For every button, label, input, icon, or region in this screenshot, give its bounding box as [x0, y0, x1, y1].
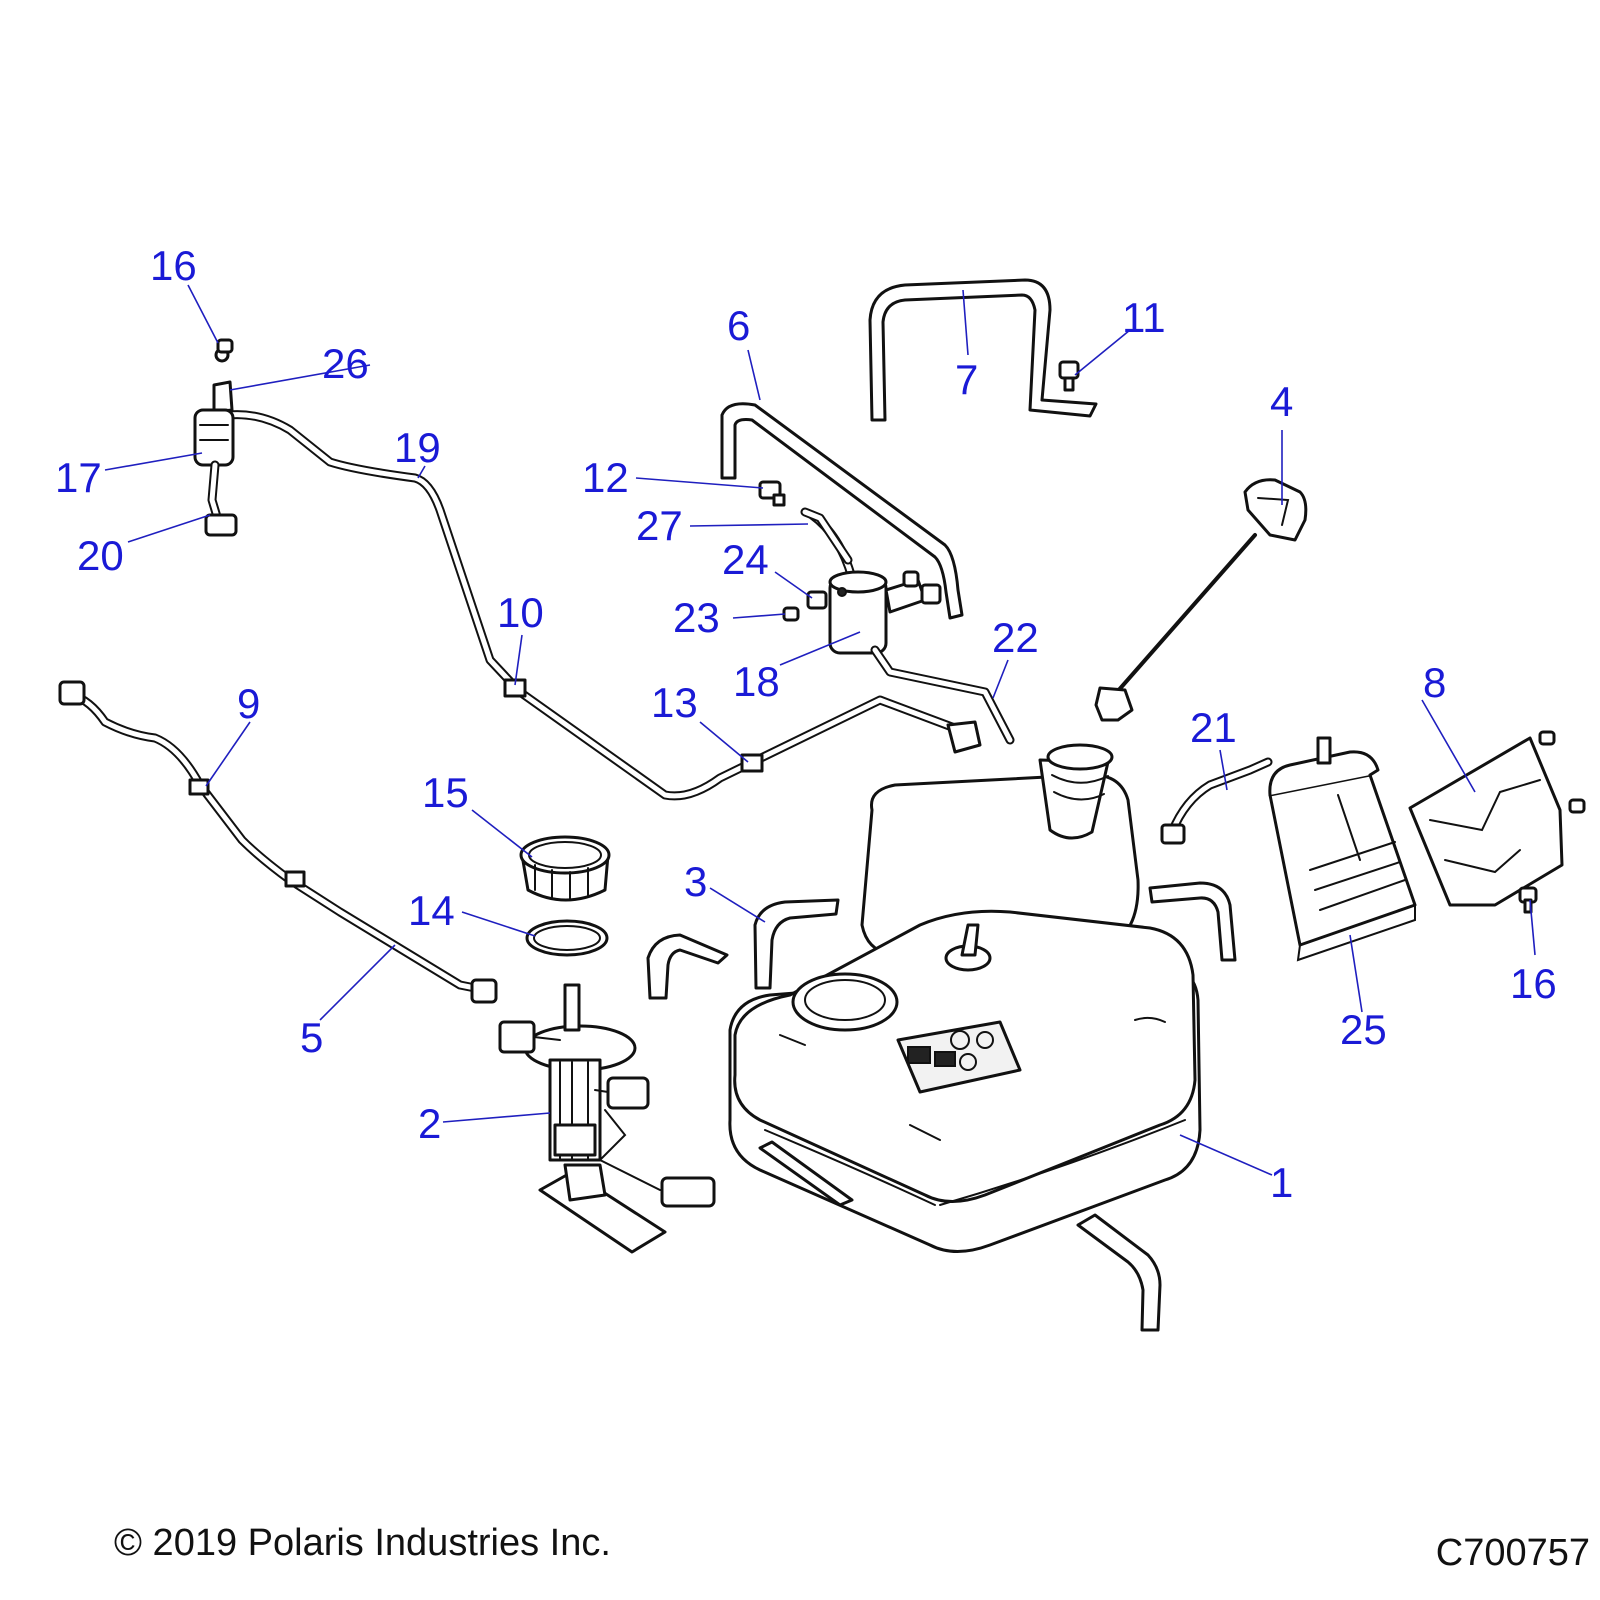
callout-26: 26 [322, 340, 369, 387]
copyright-notice: © 2019 Polaris Industries Inc. [114, 1522, 611, 1564]
fuel-cap-tether-part-4 [1094, 478, 1308, 722]
fuel-line-part-5 [58, 680, 498, 1004]
callout-24: 24 [722, 536, 769, 583]
callout-18: 18 [733, 658, 780, 705]
callout-7: 7 [955, 356, 978, 403]
canister-hose-part-21 [1160, 757, 1273, 845]
callout-2: 2 [418, 1100, 441, 1147]
callout-15: 15 [422, 769, 469, 816]
callout-11: 11 [1122, 294, 1166, 341]
bolt-part-16-top [216, 338, 234, 354]
screw-part-23 [782, 606, 800, 622]
callout-3: 3 [684, 858, 707, 905]
nut-part-24 [806, 590, 828, 610]
callout-12: 12 [582, 454, 629, 501]
callout-22: 22 [992, 614, 1039, 661]
fuel-tank-part-1 [728, 743, 1202, 1253]
callout-8: 8 [1423, 659, 1446, 706]
drawing-id: C700757 [1435, 1532, 1590, 1574]
callout-16-top: 16 [150, 242, 197, 289]
vent-line-part-19 [223, 410, 982, 801]
callout-20: 20 [77, 532, 124, 579]
pump-lock-ring-part-15 [519, 835, 611, 902]
callout-5: 5 [300, 1014, 323, 1061]
callout-25: 25 [1340, 1006, 1387, 1053]
tank-strap-part-6 [720, 402, 964, 620]
tank-strap-part-7 [868, 278, 1098, 422]
leader-lines [104, 284, 1536, 1176]
tank-strap-pads-part-3 [646, 881, 1237, 1332]
rollover-valve-part-17 [193, 347, 238, 537]
callout-numbers: 1 2 3 4 5 6 7 8 9 10 11 12 13 14 15 16 1… [55, 242, 1557, 1206]
callout-19: 19 [394, 424, 441, 471]
callout-10: 10 [497, 589, 544, 636]
callout-4: 4 [1270, 378, 1293, 425]
hose-part-27 [800, 507, 853, 565]
fitting-part-12 [758, 480, 786, 507]
evap-canister-part-25 [1268, 736, 1417, 962]
callout-1: 1 [1270, 1159, 1293, 1206]
callout-14: 14 [408, 887, 455, 934]
outlet-hose-part-22 [870, 645, 1015, 745]
callout-13: 13 [651, 679, 698, 726]
valve-bracket-part-26 [212, 380, 234, 414]
pump-gasket-part-14 [525, 919, 609, 957]
callout-6: 6 [727, 302, 750, 349]
callout-9: 9 [237, 680, 260, 727]
callout-23: 23 [673, 594, 720, 641]
canister-bracket-part-8 [1408, 736, 1564, 907]
fuel-pump-part-2 [498, 983, 716, 1254]
strap-bolt-part-11 [1058, 360, 1080, 392]
callout-16-bottom: 16 [1510, 960, 1557, 1007]
callout-17: 17 [55, 454, 102, 501]
callout-27: 27 [636, 502, 683, 549]
callout-21: 21 [1190, 704, 1237, 751]
